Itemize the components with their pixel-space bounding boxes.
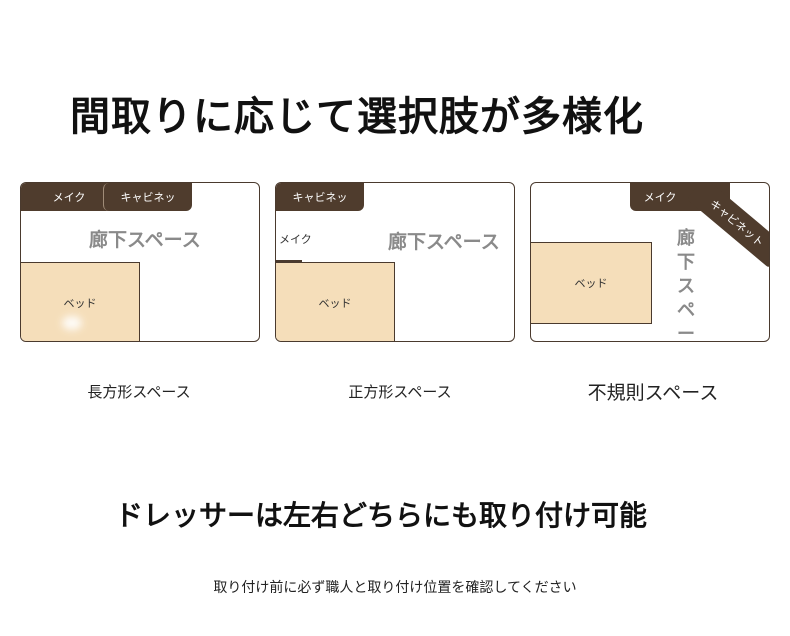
makeup-label: メイク bbox=[643, 191, 677, 204]
square-room-diagram: キャビネッ メイク 廊下スペース ベッド bbox=[275, 182, 515, 342]
cabinet-counter: キャビネッ bbox=[276, 183, 364, 211]
corridor-label: 廊下スペース bbox=[677, 228, 695, 342]
cabinet-counter: キャビネッ bbox=[103, 183, 192, 211]
rectangular-room-diagram: メイク キャビネッ 廊下スペース ベッド bbox=[20, 182, 260, 342]
bed: ベッド bbox=[531, 242, 652, 324]
corridor-label: 廊下スペース bbox=[388, 231, 500, 253]
caption-square: 正方形スペース bbox=[348, 383, 452, 401]
irregular-room-diagram: メイク キャビネット 廊下スペース ベッド bbox=[530, 182, 770, 342]
page-title: 間取りに応じて選択肢が多様化 bbox=[70, 94, 644, 140]
cabinet-label: キャビネット bbox=[707, 197, 767, 250]
bed: ベッド bbox=[21, 262, 140, 341]
cabinet-label: キャビネッ bbox=[292, 191, 348, 204]
bed-label: ベッド bbox=[63, 297, 97, 310]
makeup-label: メイク bbox=[52, 191, 86, 204]
makeup-counter: メイク bbox=[21, 183, 117, 211]
corridor-label: 廊下スペース bbox=[89, 229, 201, 251]
installation-note: 取り付け前に必ず職人と取り付け位置を確認してください bbox=[213, 580, 577, 596]
cabinet-label: キャビネッ bbox=[120, 191, 176, 204]
makeup-label: メイク bbox=[279, 233, 312, 246]
caption-rectangular: 長方形スペース bbox=[87, 383, 191, 401]
bed: ベッド bbox=[276, 262, 395, 341]
divider-line bbox=[276, 260, 302, 262]
caption-irregular: 不規則スペース bbox=[587, 382, 719, 404]
light-reflection bbox=[62, 316, 82, 330]
subtitle: ドレッサーは左右どちらにも取り付け可能 bbox=[115, 499, 648, 532]
bed-label: ベッド bbox=[574, 277, 608, 290]
bed-label: ベッド bbox=[318, 297, 352, 310]
